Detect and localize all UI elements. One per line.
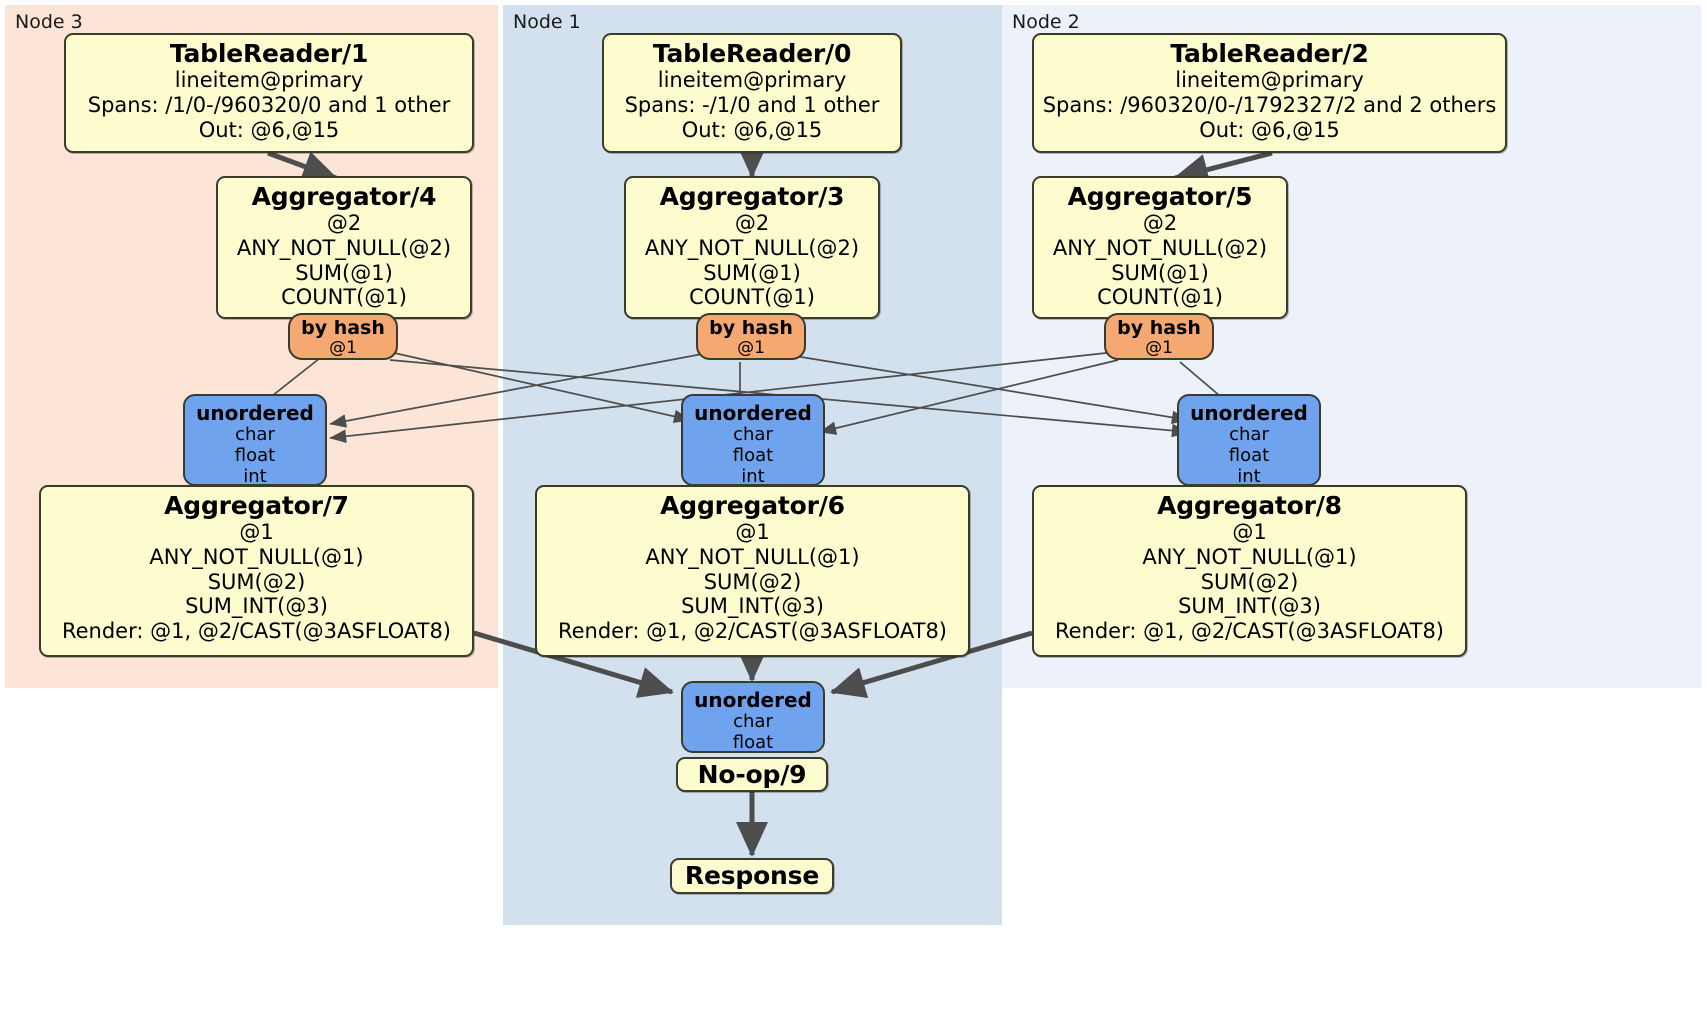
tablereader-0-out: Out: @6,@15 bbox=[681, 117, 823, 142]
tablereader-2-title: TableReader/2 bbox=[1170, 39, 1369, 68]
aggregator-5-title: Aggregator/5 bbox=[1067, 182, 1253, 211]
receiver-center-box[interactable]: unordered char float int bbox=[681, 394, 825, 487]
aggregator-5-agg1: ANY_NOT_NULL(@2) bbox=[1052, 235, 1268, 260]
aggregator-8-title: Aggregator/8 bbox=[1157, 491, 1342, 520]
router-right-column: @1 bbox=[1145, 337, 1173, 358]
aggregator-7-agg1: ANY_NOT_NULL(@1) bbox=[149, 544, 364, 569]
aggregator-4-title: Aggregator/4 bbox=[251, 182, 437, 211]
tablereader-1-title: TableReader/1 bbox=[169, 39, 369, 68]
aggregator-6-group: @1 bbox=[735, 520, 770, 544]
aggregator-7-box[interactable]: Aggregator/7 @1 ANY_NOT_NULL(@1) SUM(@2)… bbox=[39, 485, 474, 657]
aggregator-6-title: Aggregator/6 bbox=[660, 491, 845, 520]
receiver-final-type2: float bbox=[732, 731, 774, 753]
no-op-9-box[interactable]: No-op/9 bbox=[676, 757, 828, 792]
aggregator-4-group: @2 bbox=[326, 211, 362, 235]
tablereader-0-spans: Spans: -/1/0 and 1 other bbox=[624, 92, 880, 117]
receiver-center-type1: char bbox=[733, 424, 773, 445]
tablereader-0-box[interactable]: TableReader/0 lineitem@primary Spans: -/… bbox=[602, 33, 902, 153]
router-right-box[interactable]: by hash @1 bbox=[1104, 313, 1214, 360]
aggregator-3-group: @2 bbox=[734, 211, 770, 235]
router-left-box[interactable]: by hash @1 bbox=[288, 313, 398, 360]
aggregator-8-group: @1 bbox=[1232, 520, 1267, 544]
aggregator-7-render: Render: @1, @2/CAST(@3ASFLOAT8) bbox=[61, 619, 452, 644]
receiver-center-type2: float bbox=[732, 444, 774, 466]
node-panel-label-node2: Node 2 bbox=[1012, 11, 1080, 33]
receiver-right-type1: char bbox=[1229, 424, 1269, 445]
aggregator-5-agg2: SUM(@1) bbox=[1111, 260, 1209, 285]
tablereader-0-table: lineitem@primary bbox=[657, 68, 847, 92]
node-panel-label-node1: Node 1 bbox=[513, 11, 581, 33]
receiver-left-type2: float bbox=[234, 444, 276, 466]
router-center-column: @1 bbox=[737, 337, 765, 358]
aggregator-4-agg1: ANY_NOT_NULL(@2) bbox=[236, 235, 452, 260]
aggregator-4-box[interactable]: Aggregator/4 @2 ANY_NOT_NULL(@2) SUM(@1)… bbox=[216, 176, 472, 319]
router-left-column: @1 bbox=[329, 337, 357, 358]
aggregator-8-agg1: ANY_NOT_NULL(@1) bbox=[1142, 544, 1357, 569]
aggregator-6-box[interactable]: Aggregator/6 @1 ANY_NOT_NULL(@1) SUM(@2)… bbox=[535, 485, 970, 657]
aggregator-6-agg2: SUM(@2) bbox=[703, 569, 802, 594]
aggregator-4-agg2: SUM(@1) bbox=[295, 260, 393, 285]
response-box[interactable]: Response bbox=[670, 858, 834, 894]
aggregator-7-title: Aggregator/7 bbox=[164, 491, 349, 520]
response-title: Response bbox=[684, 861, 820, 890]
receiver-right-title: unordered bbox=[1190, 401, 1308, 425]
aggregator-5-box[interactable]: Aggregator/5 @2 ANY_NOT_NULL(@2) SUM(@1)… bbox=[1032, 176, 1288, 319]
tablereader-2-table: lineitem@primary bbox=[1175, 68, 1364, 92]
receiver-left-title: unordered bbox=[196, 401, 314, 425]
receiver-final-box[interactable]: unordered char float bbox=[681, 681, 825, 753]
router-center-box[interactable]: by hash @1 bbox=[696, 313, 806, 360]
router-left-title: by hash bbox=[301, 317, 385, 339]
aggregator-7-agg3: SUM_INT(@3) bbox=[185, 594, 328, 619]
aggregator-7-agg2: SUM(@2) bbox=[207, 569, 306, 594]
receiver-right-type2: float bbox=[1228, 444, 1270, 466]
receiver-right-box[interactable]: unordered char float int bbox=[1177, 394, 1321, 487]
receiver-right-type3: int bbox=[1237, 465, 1261, 487]
tablereader-2-spans: Spans: /960320/0-/1792327/2 and 2 others bbox=[1042, 92, 1497, 117]
aggregator-7-group: @1 bbox=[239, 520, 274, 544]
receiver-left-type1: char bbox=[235, 424, 275, 445]
aggregator-6-render: Render: @1, @2/CAST(@3ASFLOAT8) bbox=[557, 619, 948, 644]
receiver-final-title: unordered bbox=[694, 688, 812, 712]
tablereader-2-box[interactable]: TableReader/2 lineitem@primary Spans: /9… bbox=[1032, 33, 1507, 153]
router-right-title: by hash bbox=[1117, 317, 1201, 339]
tablereader-2-out: Out: @6,@15 bbox=[1199, 117, 1340, 142]
aggregator-3-agg2: SUM(@1) bbox=[703, 260, 801, 285]
aggregator-8-agg3: SUM_INT(@3) bbox=[1178, 594, 1321, 619]
aggregator-3-title: Aggregator/3 bbox=[659, 182, 845, 211]
tablereader-1-out: Out: @6,@15 bbox=[198, 117, 340, 142]
node-panel-label-node3: Node 3 bbox=[15, 11, 83, 33]
aggregator-8-box[interactable]: Aggregator/8 @1 ANY_NOT_NULL(@1) SUM(@2)… bbox=[1032, 485, 1467, 657]
aggregator-3-agg1: ANY_NOT_NULL(@2) bbox=[644, 235, 860, 260]
aggregator-3-agg3: COUNT(@1) bbox=[689, 285, 815, 310]
aggregator-8-agg2: SUM(@2) bbox=[1200, 569, 1299, 594]
tablereader-1-spans: Spans: /1/0-/960320/0 and 1 other bbox=[87, 92, 451, 117]
aggregator-8-render: Render: @1, @2/CAST(@3ASFLOAT8) bbox=[1054, 619, 1445, 644]
receiver-left-box[interactable]: unordered char float int bbox=[183, 394, 327, 487]
aggregator-6-agg1: ANY_NOT_NULL(@1) bbox=[645, 544, 860, 569]
no-op-9-title: No-op/9 bbox=[697, 760, 807, 789]
aggregator-3-box[interactable]: Aggregator/3 @2 ANY_NOT_NULL(@2) SUM(@1)… bbox=[624, 176, 880, 319]
receiver-center-title: unordered bbox=[694, 401, 812, 425]
tablereader-1-table: lineitem@primary bbox=[174, 68, 364, 92]
tablereader-1-box[interactable]: TableReader/1 lineitem@primary Spans: /1… bbox=[64, 33, 474, 153]
router-center-title: by hash bbox=[709, 317, 793, 339]
aggregator-4-agg3: COUNT(@1) bbox=[281, 285, 407, 310]
aggregator-5-agg3: COUNT(@1) bbox=[1097, 285, 1223, 310]
receiver-final-type1: char bbox=[733, 711, 773, 732]
aggregator-5-group: @2 bbox=[1142, 211, 1178, 235]
receiver-center-type3: int bbox=[741, 465, 765, 487]
aggregator-6-agg3: SUM_INT(@3) bbox=[681, 594, 824, 619]
tablereader-0-title: TableReader/0 bbox=[652, 39, 852, 68]
receiver-left-type3: int bbox=[243, 465, 267, 487]
